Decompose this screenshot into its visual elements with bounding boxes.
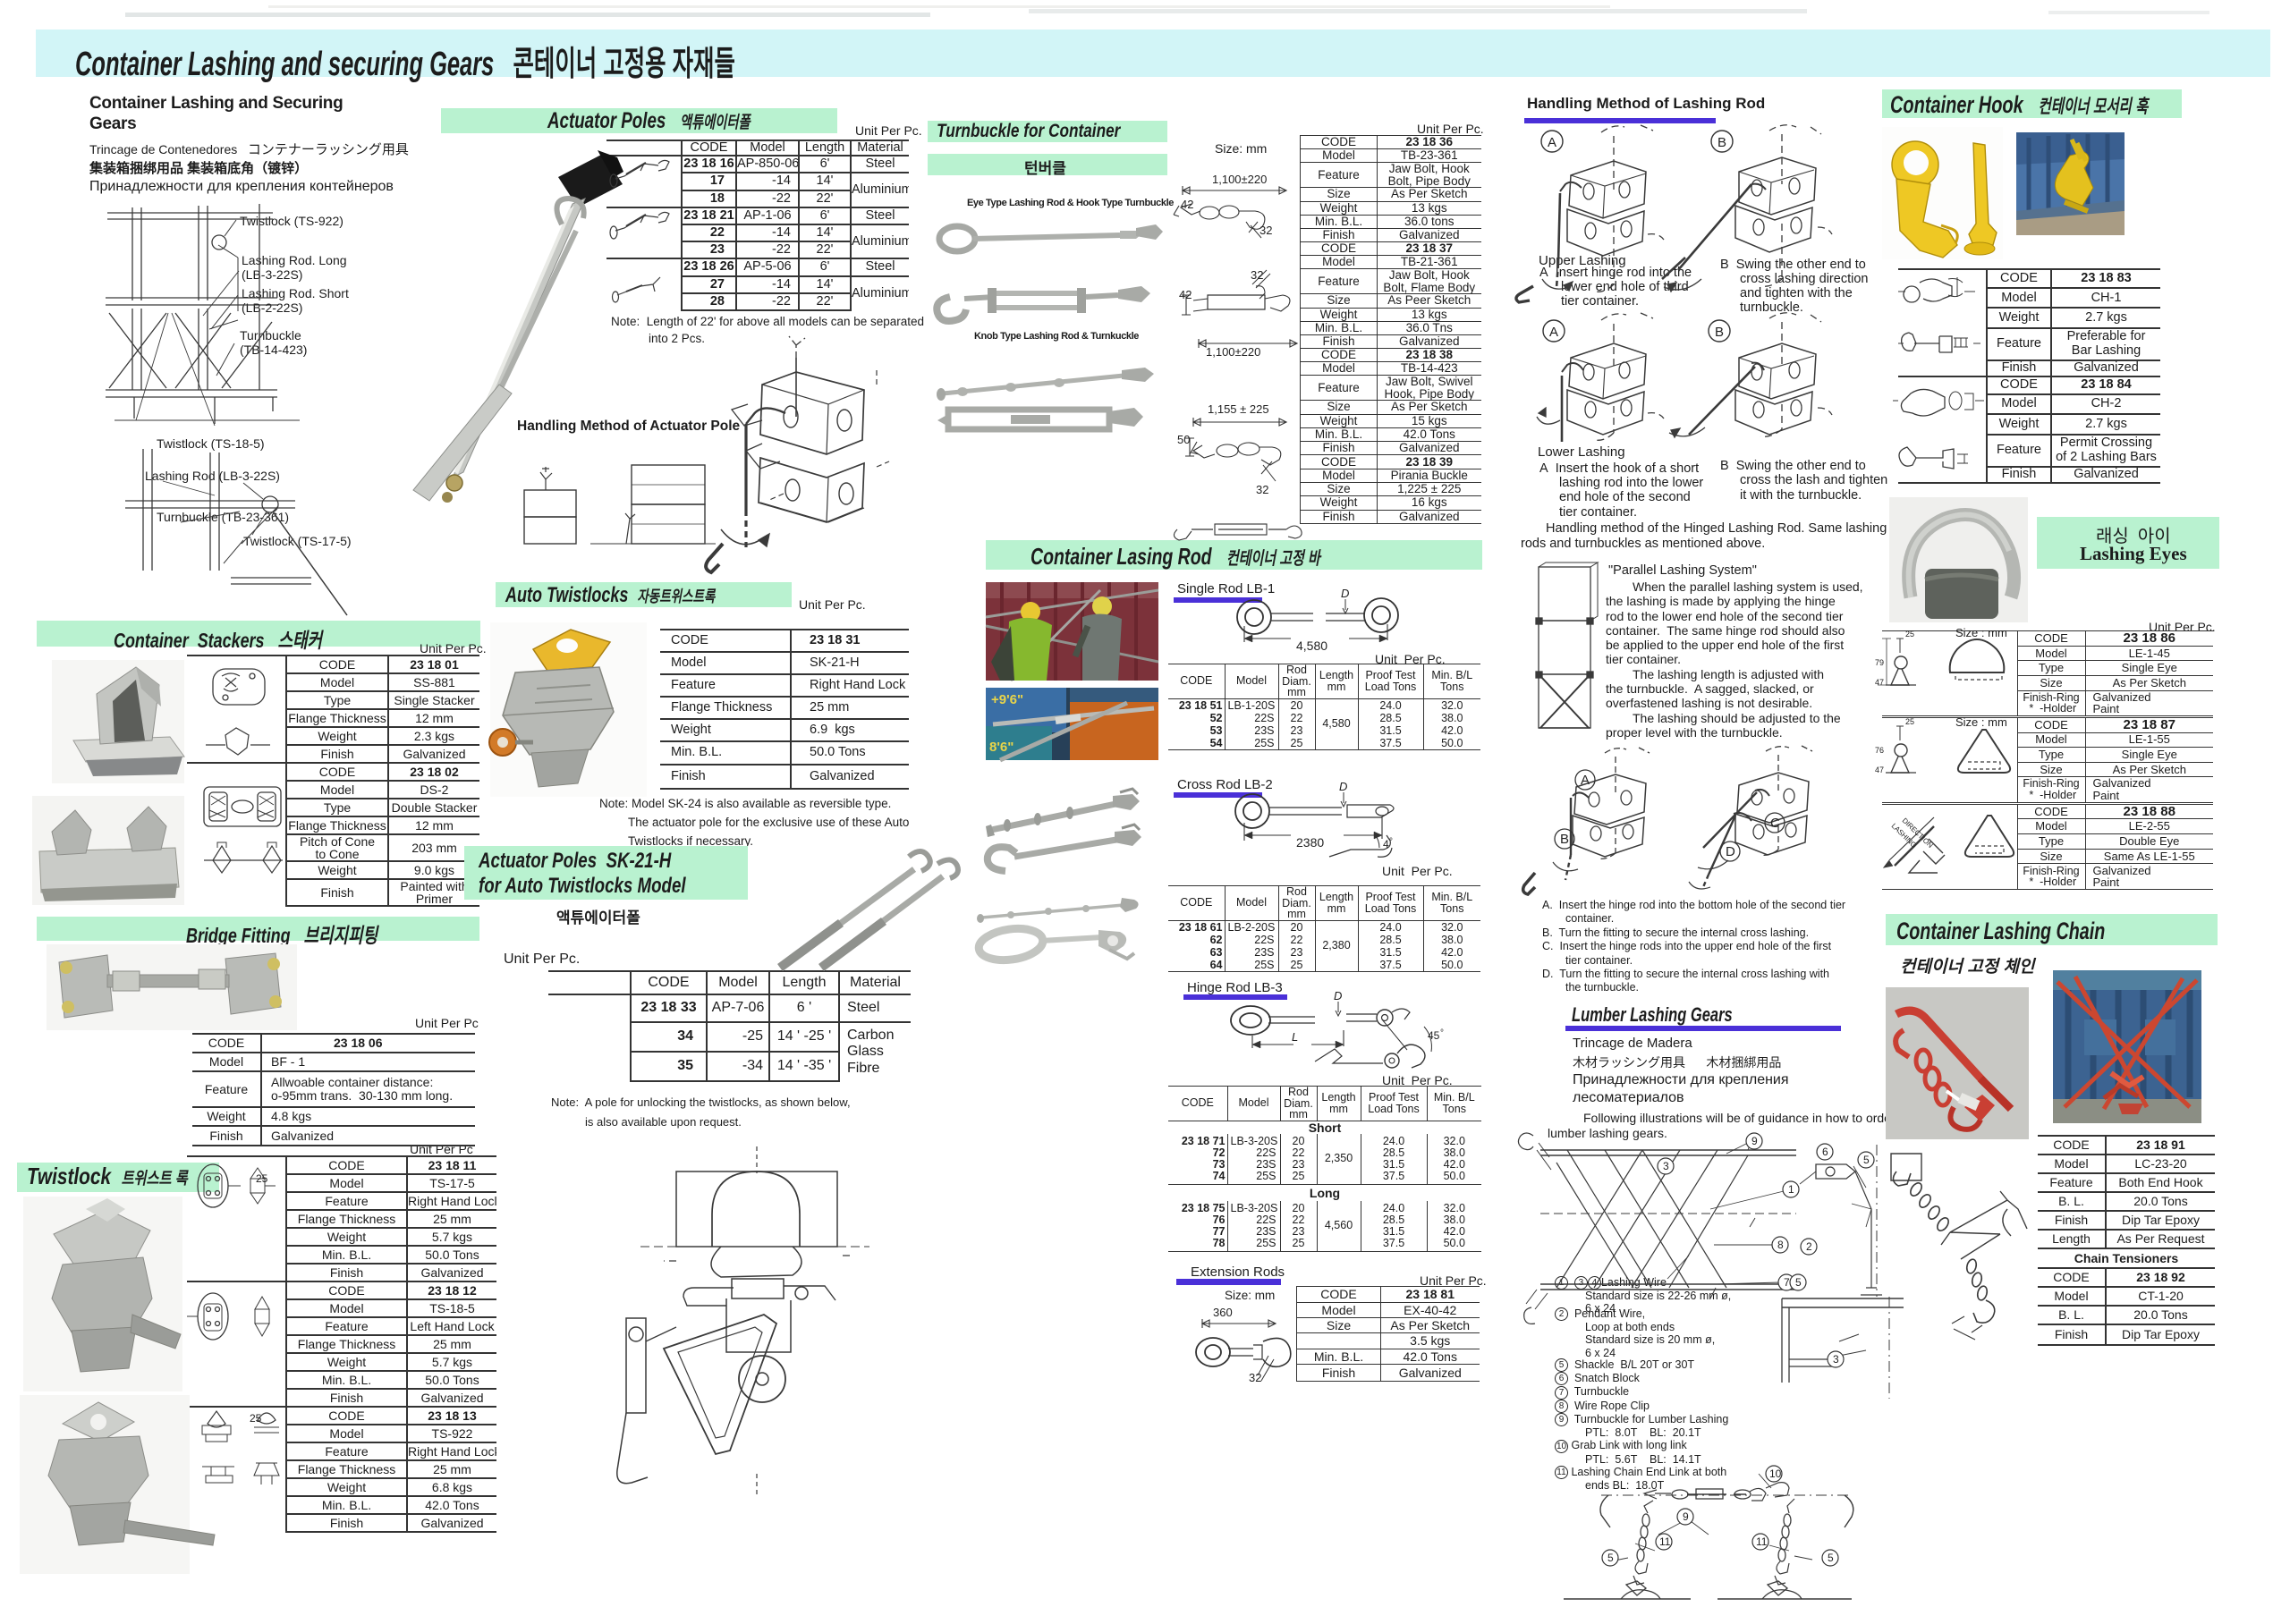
- svg-text:32: 32: [1251, 268, 1263, 282]
- svg-text:5: 5: [1828, 1552, 1834, 1564]
- svg-text:5: 5: [1607, 1552, 1614, 1564]
- svg-text:50: 50: [1177, 433, 1190, 446]
- svg-text:8: 8: [1777, 1239, 1784, 1251]
- svg-text:D: D: [1334, 989, 1342, 1002]
- svg-text:42: 42: [1181, 198, 1193, 211]
- svg-text:1,100±220: 1,100±220: [1212, 173, 1267, 186]
- svg-text:360: 360: [1213, 1306, 1233, 1319]
- svg-text:25: 25: [1905, 717, 1914, 726]
- svg-text:B: B: [1715, 325, 1724, 340]
- svg-text:2: 2: [1806, 1240, 1812, 1253]
- svg-text:1,100±220: 1,100±220: [1206, 345, 1260, 359]
- svg-text:25: 25: [256, 1172, 268, 1185]
- svg-text:C: C: [1770, 816, 1780, 831]
- svg-text:D: D: [1726, 844, 1735, 859]
- svg-text:L: L: [1292, 1030, 1298, 1044]
- svg-text:11: 11: [1659, 1535, 1671, 1548]
- svg-text:°: °: [1389, 837, 1393, 847]
- svg-text:1,155 ± 225: 1,155 ± 225: [1208, 402, 1269, 416]
- svg-text:42: 42: [1179, 288, 1192, 301]
- svg-text:7: 7: [1784, 1276, 1790, 1289]
- svg-text:11: 11: [1756, 1535, 1768, 1548]
- svg-text:D: D: [1341, 587, 1349, 600]
- svg-text:45: 45: [1428, 1029, 1440, 1042]
- svg-text:1: 1: [1788, 1183, 1794, 1196]
- svg-text:°: °: [1440, 1028, 1444, 1038]
- svg-text:32: 32: [1256, 483, 1268, 496]
- svg-text:5: 5: [1795, 1276, 1802, 1289]
- svg-text:3: 3: [1833, 1353, 1839, 1366]
- svg-text:76: 76: [1875, 746, 1884, 755]
- svg-text:6: 6: [1822, 1146, 1828, 1158]
- svg-text:B: B: [1718, 135, 1726, 150]
- svg-text:9: 9: [1683, 1510, 1689, 1523]
- svg-text:Size : mm: Size : mm: [1955, 715, 2007, 729]
- svg-text:4,580: 4,580: [1296, 639, 1327, 653]
- svg-text:A: A: [1548, 135, 1556, 150]
- svg-text:D: D: [1339, 780, 1347, 793]
- svg-text:+9'6": +9'6": [991, 692, 1023, 707]
- svg-text:9: 9: [1751, 1135, 1758, 1147]
- svg-text:25: 25: [250, 1412, 262, 1425]
- svg-text:25: 25: [1905, 630, 1914, 639]
- svg-text:5: 5: [1863, 1154, 1870, 1166]
- svg-text:2380: 2380: [1296, 835, 1324, 850]
- svg-text:47: 47: [1875, 765, 1884, 774]
- svg-text:10: 10: [1769, 1468, 1782, 1480]
- svg-text:4: 4: [1383, 838, 1389, 850]
- svg-text:3: 3: [1663, 1160, 1669, 1172]
- svg-text:32: 32: [1260, 224, 1272, 237]
- svg-text:79: 79: [1875, 658, 1884, 667]
- svg-text:8'6": 8'6": [989, 740, 1014, 755]
- svg-text:A: A: [1549, 325, 1558, 340]
- svg-text:B: B: [1560, 832, 1569, 847]
- svg-text:32: 32: [1249, 1371, 1261, 1384]
- svg-text:Size : mm: Size : mm: [1955, 626, 2007, 639]
- svg-text:47: 47: [1875, 678, 1884, 687]
- svg-text:A: A: [1581, 773, 1590, 788]
